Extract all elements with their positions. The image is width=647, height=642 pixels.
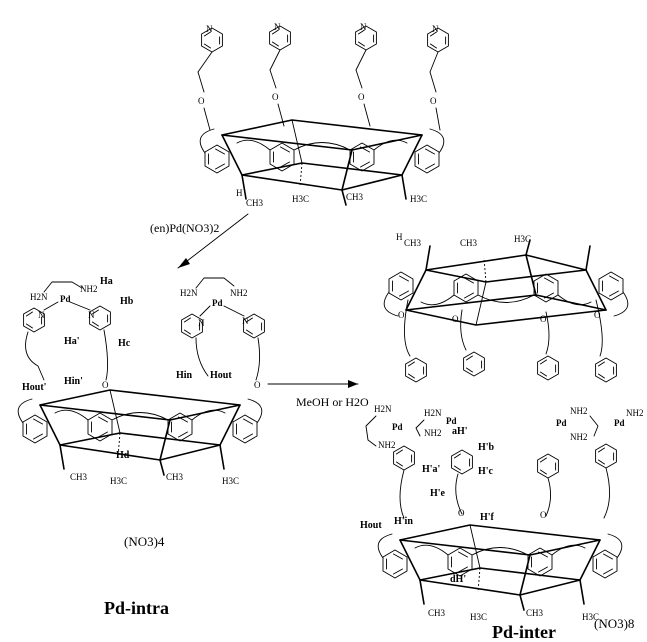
- proton-label: H'a': [422, 464, 441, 475]
- proton-label: Hin': [64, 376, 83, 387]
- palladium-atom: Pd: [392, 422, 403, 432]
- proton-label: Ha: [100, 276, 113, 287]
- nitrogen-atom: N: [360, 22, 367, 32]
- methyl-label: CH3: [460, 238, 478, 248]
- amine-label: NH2: [378, 440, 396, 450]
- nitrogen-atom: N: [274, 22, 281, 32]
- methyl-label: CH3: [166, 472, 184, 482]
- methyl-label: CH3: [346, 192, 364, 202]
- methyl-label: H3C: [292, 194, 309, 204]
- proton-label: Hout: [360, 520, 382, 531]
- oxygen-atom: O: [540, 314, 547, 324]
- counterion-label: (NO3)4: [124, 534, 165, 549]
- counterion-label: (NO3)8: [594, 616, 634, 631]
- oxygen-atom: O: [358, 92, 365, 102]
- methyl-label: H3C: [582, 612, 599, 622]
- proton-label: Hb: [120, 296, 134, 307]
- hydrogen-atom: H: [396, 232, 403, 242]
- proton-label: Hd: [116, 450, 130, 461]
- nitrogen-atom: N: [432, 24, 439, 34]
- proton-label: dH': [450, 574, 466, 585]
- methyl-label: CH3: [404, 238, 422, 248]
- proton-label: aH': [452, 426, 468, 437]
- nitrogen-atom: N: [38, 310, 45, 320]
- amine-label: NH2: [626, 408, 644, 418]
- oxygen-atom: O: [102, 380, 109, 390]
- oxygen-atom: O: [272, 92, 279, 102]
- methyl-label: H3C: [222, 476, 239, 486]
- proton-label: Hin: [176, 370, 193, 381]
- amine-label: H2N: [374, 404, 392, 414]
- oxygen-atom: O: [452, 314, 459, 324]
- methyl-label: H3C: [410, 194, 427, 204]
- proton-label: Hc: [118, 338, 131, 349]
- oxygen-atom: O: [198, 96, 205, 106]
- palladium-atom: Pd: [212, 298, 223, 308]
- pd-intra-structure: H2N NH2 Pd N N Ha Hb Ha' Hc H2N NH2 Pd N…: [18, 276, 265, 618]
- pyridyl-arm: O: [427, 27, 449, 131]
- compound-name-pd-inter: Pd-inter: [492, 622, 556, 642]
- pyridyl-arm: O: [197, 27, 223, 131]
- palladium-atom: Pd: [556, 418, 567, 428]
- amine-label: NH2: [80, 284, 98, 294]
- oxygen-atom: O: [398, 310, 405, 320]
- palladium-atom: Pd: [446, 416, 457, 426]
- nitrogen-atom: N: [198, 318, 205, 328]
- pyridyl-arm: O: [355, 25, 377, 127]
- amine-label: H2N: [424, 408, 442, 418]
- reaction-arrow-1: (en)Pd(NO3)2: [150, 213, 249, 269]
- methyl-label: CH3: [70, 472, 88, 482]
- oxygen-atom: O: [458, 508, 465, 518]
- palladium-atom: Pd: [614, 418, 625, 428]
- methyl-label: CH3: [526, 608, 544, 618]
- methyl-label: CH3: [246, 198, 264, 208]
- amine-label: NH2: [570, 406, 588, 416]
- hydrogen-atom: H: [236, 188, 243, 198]
- compound-name-pd-intra: Pd-intra: [104, 598, 169, 618]
- proton-label: Hout': [22, 382, 47, 393]
- amine-label: NH2: [230, 288, 248, 298]
- proton-label: H'f: [480, 512, 495, 523]
- amine-label: NH2: [424, 428, 442, 438]
- amine-label: H2N: [30, 292, 48, 302]
- proton-label: Hout: [210, 370, 232, 381]
- methyl-label: CH3: [428, 608, 446, 618]
- amine-label: NH2: [570, 432, 588, 442]
- pd-inter-structure: CH3 CH3 H3C H O O O O H2N Pd NH2 H2N Pd …: [360, 232, 644, 642]
- reagent-label: (en)Pd(NO3)2: [150, 221, 219, 235]
- proton-label: H'e: [430, 488, 446, 499]
- oxygen-atom: O: [594, 310, 601, 320]
- oxygen-atom: O: [254, 380, 261, 390]
- nitrogen-atom: N: [206, 24, 213, 34]
- reagent-label: MeOH or H2O: [296, 395, 369, 409]
- oxygen-atom: O: [540, 510, 547, 520]
- nitrogen-atom: N: [88, 310, 95, 320]
- amine-label: H2N: [180, 288, 198, 298]
- proton-label: H'in: [394, 516, 413, 527]
- methyl-label: H3C: [470, 612, 487, 622]
- parent-cavitand: O O O O N N N N H: [197, 22, 449, 208]
- reaction-arrow-2: MeOH or H2O: [267, 380, 369, 409]
- pyridyl-arm: O: [269, 25, 291, 127]
- proton-label: H'b: [478, 442, 495, 453]
- nitrogen-atom: N: [242, 316, 249, 326]
- palladium-atom: Pd: [60, 294, 71, 304]
- methyl-label: H3C: [514, 234, 531, 244]
- proton-label: Ha': [64, 336, 80, 347]
- methyl-label: H3C: [110, 476, 127, 486]
- oxygen-atom: O: [430, 96, 437, 106]
- proton-label: H'c: [478, 466, 494, 477]
